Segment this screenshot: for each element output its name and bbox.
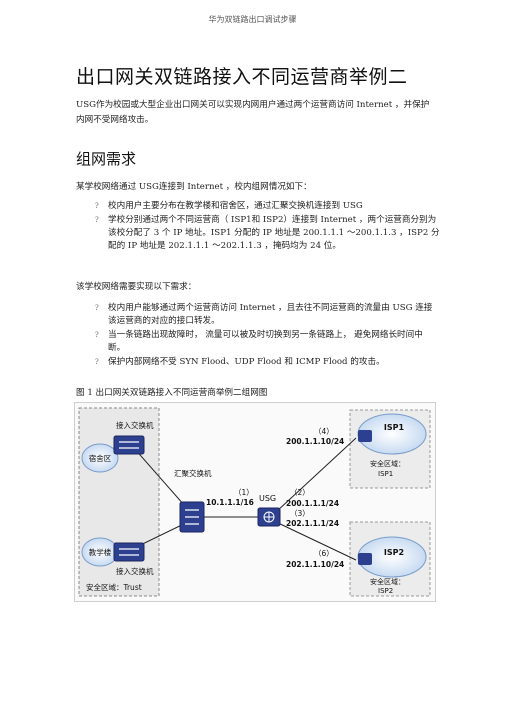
isp1-router-icon bbox=[358, 430, 372, 442]
isp1-cloud-icon: ISP1 bbox=[357, 413, 427, 455]
list-item-text: 当一条链路出现故障时， 流量可以被及时切换到另一条链路上， 避免网络长时间中断。 bbox=[108, 330, 423, 353]
interface-6-number: （6） bbox=[314, 549, 334, 558]
bullet-icon: ? bbox=[95, 304, 99, 312]
interface-6-ip: 202.1.1.10/24 bbox=[286, 560, 344, 569]
bullet-icon: ? bbox=[95, 331, 99, 339]
isp2-zone-label-b: ISP2 bbox=[378, 587, 393, 595]
interface-2-number: （2） bbox=[290, 488, 310, 497]
usg-label: USG bbox=[259, 494, 276, 503]
list-item: ? 当一条链路出现故障时， 流量可以被及时切换到另一条链路上， 避免网络长时间中… bbox=[95, 329, 440, 355]
trust-zone-label: 安全区域：Trust bbox=[86, 582, 142, 592]
interface-3-number: （3） bbox=[290, 509, 310, 518]
usg-firewall-icon bbox=[257, 507, 281, 527]
figure-caption: 图 1 出口网关双链路接入不同运营商举例二组网图 bbox=[76, 388, 268, 398]
list-item-text: 保护内部网络不受 SYN Flood、UDP Flood 和 ICMP Floo… bbox=[108, 357, 385, 367]
interface-3-ip: 202.1.1.1/24 bbox=[286, 519, 339, 528]
dorm-cloud-icon: 宿舍区 bbox=[81, 443, 119, 473]
needs-intro: 该学校网络需要实现以下需求： bbox=[76, 282, 197, 292]
bullet-icon: ? bbox=[95, 202, 99, 210]
bullet-icon: ? bbox=[95, 216, 99, 224]
aggregation-switch-label: 汇聚交换机 bbox=[174, 468, 212, 478]
needs-list: ? 校内用户能够通过两个运营商访问 Internet ，且去往不同运营商的流量由… bbox=[95, 302, 440, 370]
interface-1-number: （1） bbox=[234, 488, 254, 497]
interface-1-ip: 10.1.1.1/16 bbox=[206, 498, 254, 507]
isp2-cloud-icon: ISP2 bbox=[357, 536, 427, 578]
aggregation-switch-icon bbox=[179, 501, 205, 533]
isp2-label: ISP2 bbox=[384, 548, 404, 557]
interface-4-number: （4） bbox=[314, 427, 334, 436]
isp1-label: ISP1 bbox=[384, 423, 405, 432]
network-diagram: 宿舍区 教学楼 接入交换机 接入交换机 安全区域：Trust 汇聚交换机 USG… bbox=[74, 402, 436, 602]
access-switch-top-icon bbox=[113, 435, 145, 455]
bullet-icon: ? bbox=[95, 358, 99, 366]
list-item-text: 校内用户能够通过两个运营商访问 Internet ，且去往不同运营商的流量由 U… bbox=[108, 303, 433, 326]
list-item: ? 学校分别通过两个不同运营商（ ISP1和 ISP2）连接到 Internet… bbox=[95, 214, 440, 253]
dorm-label: 宿舍区 bbox=[89, 453, 112, 463]
page-title: 出口网关双链路接入不同运营商举例二 bbox=[76, 66, 408, 88]
access-switch-bottom-icon bbox=[113, 542, 145, 562]
access-switch-bottom-label: 接入交换机 bbox=[116, 566, 154, 576]
section-heading: 组网需求 bbox=[76, 150, 137, 168]
list-item: ? 校内用户主要分布在教学楼和宿舍区，通过汇聚交换机连接到 USG bbox=[95, 200, 440, 213]
teaching-label: 教学楼 bbox=[89, 547, 112, 557]
teaching-cloud-icon: 教学楼 bbox=[81, 537, 119, 567]
list-item-text: 校内用户主要分布在教学楼和宿舍区，通过汇聚交换机连接到 USG bbox=[108, 201, 363, 211]
isp2-router-icon bbox=[358, 553, 372, 565]
interface-4-ip: 200.1.1.10/24 bbox=[286, 437, 344, 446]
list-item-text: 学校分别通过两个不同运营商（ ISP1和 ISP2）连接到 Internet ，… bbox=[108, 215, 440, 251]
list-item: ? 保护内部网络不受 SYN Flood、UDP Flood 和 ICMP Fl… bbox=[95, 356, 440, 369]
access-switch-top-label: 接入交换机 bbox=[116, 420, 154, 430]
list-item: ? 校内用户能够通过两个运营商访问 Internet ，且去往不同运营商的流量由… bbox=[95, 302, 440, 328]
interface-2-ip: 200.1.1.1/24 bbox=[286, 499, 339, 508]
page-header: 华为双链路出口调试步骤 bbox=[208, 15, 297, 24]
isp2-zone-label-a: 安全区域： bbox=[370, 577, 405, 586]
intro-paragraph: USG作为校园或大型企业出口网关可以实现内网用户通过两个运营商访问 Intern… bbox=[76, 100, 430, 125]
isp1-zone-label-b: ISP1 bbox=[378, 470, 393, 478]
isp1-zone-label-a: 安全区域： bbox=[370, 459, 405, 468]
requirements-intro: 某学校网络通过 USG连接到 Internet ，校内组网情况如下： bbox=[76, 182, 312, 192]
network-description-list: ? 校内用户主要分布在教学楼和宿舍区，通过汇聚交换机连接到 USG ? 学校分别… bbox=[95, 200, 440, 254]
